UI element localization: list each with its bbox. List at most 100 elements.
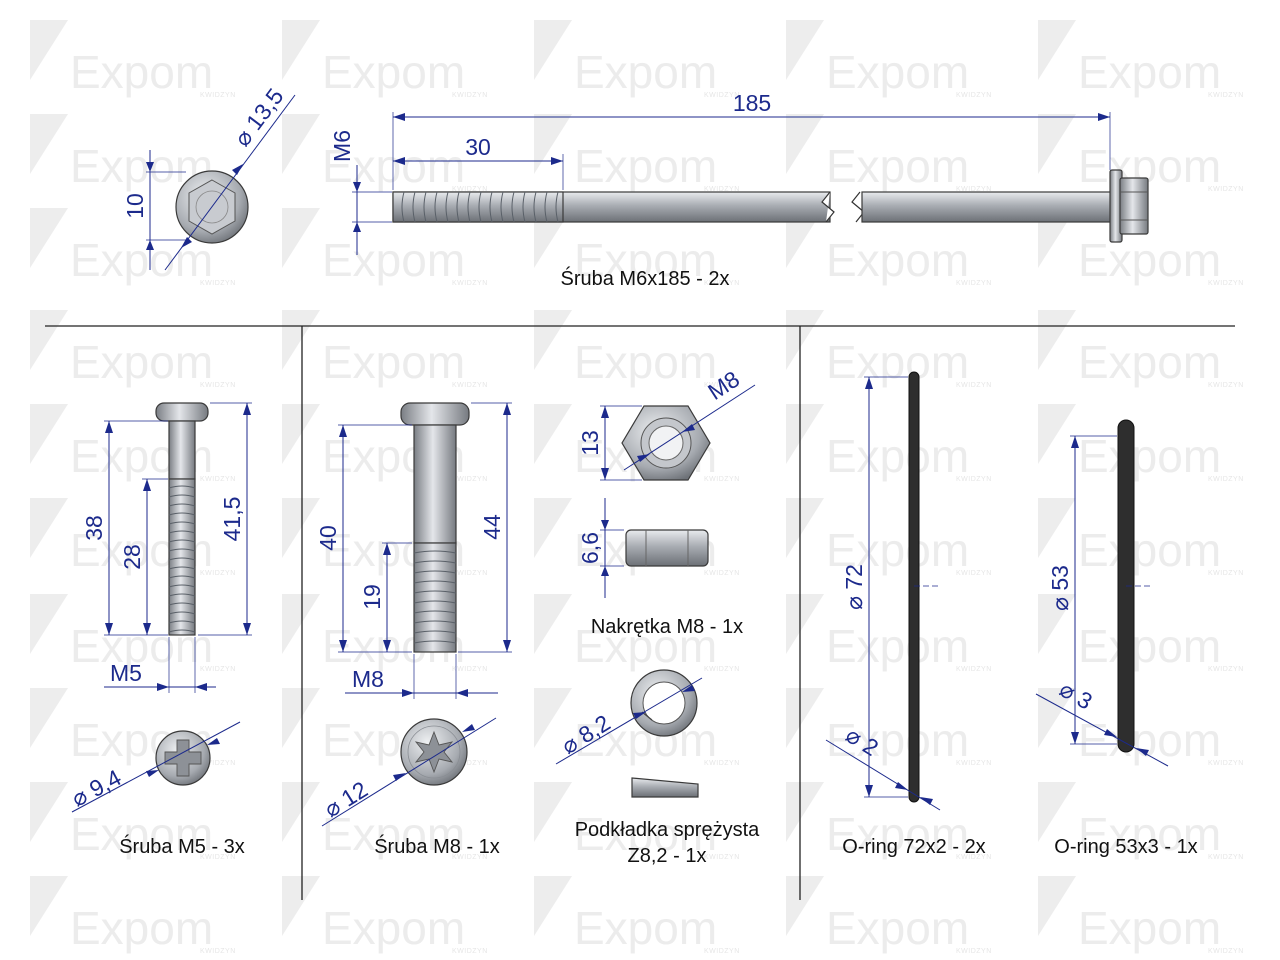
watermark-sub: KWIDZYN — [452, 382, 488, 389]
watermark-sub: KWIDZYN — [704, 570, 740, 577]
watermark-brand: Expom — [574, 902, 717, 954]
bolt-m8-shank-length-label: 40 — [315, 525, 341, 551]
long-bolt-thread-length-label: 30 — [465, 134, 491, 160]
watermark-brand: Expom — [574, 234, 717, 286]
long-bolt-thread-size-label: M6 — [329, 130, 355, 162]
long-bolt-thread — [392, 191, 564, 223]
watermark-brand: Expom — [1078, 336, 1221, 388]
watermark-brand: Expom — [1078, 234, 1221, 286]
bolt-m5-thread-length-label: 28 — [119, 544, 145, 570]
watermark-sub: KWIDZYN — [704, 280, 740, 287]
watermark-sub: KWIDZYN — [1208, 382, 1244, 389]
watermark-sub: KWIDZYN — [200, 948, 236, 955]
watermark-sub: KWIDZYN — [1208, 92, 1244, 99]
nut-height-label: 6,6 — [577, 532, 603, 564]
watermark-sub: KWIDZYN — [704, 92, 740, 99]
watermark-sub: KWIDZYN — [704, 854, 740, 861]
watermark-sub: KWIDZYN — [956, 186, 992, 193]
washer-caption-line2: Z8,2 - 1x — [628, 845, 707, 867]
oring-53-dia-label: ⌀ 53 — [1047, 565, 1073, 611]
bolt-m8-thread — [413, 542, 457, 653]
watermark-brand: Expom — [826, 140, 969, 192]
watermark-brand: Expom — [574, 140, 717, 192]
watermark-brand: Expom — [322, 140, 465, 192]
watermark-sub: KWIDZYN — [200, 476, 236, 483]
watermark-sub: KWIDZYN — [452, 854, 488, 861]
watermark-sub: KWIDZYN — [452, 948, 488, 955]
watermark-sub: KWIDZYN — [704, 666, 740, 673]
watermark-sub: KWIDZYN — [956, 570, 992, 577]
bolt-m8-caption: Śruba M8 - 1x — [374, 834, 500, 858]
washer-caption-line1: Podkładka sprężysta — [575, 819, 760, 841]
bolt-m5-thread-size-label: M5 — [110, 660, 142, 686]
watermark-brand: Expom — [826, 336, 969, 388]
watermark-brand: Expom — [826, 902, 969, 954]
watermark-sub: KWIDZYN — [1208, 666, 1244, 673]
watermark-brand: Expom — [1078, 524, 1221, 576]
watermark-brand: Expom — [322, 234, 465, 286]
long-bolt-head-dia-label: ⌀ 13,5 — [229, 83, 289, 151]
watermark-sub: KWIDZYN — [704, 476, 740, 483]
long-bolt-side-view: 185 30 M6 — [329, 90, 1149, 255]
watermark-brand: Expom — [1078, 430, 1221, 482]
nut-across-flats-label: 13 — [577, 430, 603, 456]
bolt-m5-shank-length-label: 38 — [81, 515, 107, 541]
watermark-sub: KWIDZYN — [452, 760, 488, 767]
watermark-brand: Expom — [826, 430, 969, 482]
watermark-brand: Expom — [826, 620, 969, 672]
nut-side-view: 6,6 — [577, 498, 709, 598]
watermark-sub: KWIDZYN — [956, 280, 992, 287]
watermark-sub: KWIDZYN — [200, 854, 236, 861]
watermark-sub: KWIDZYN — [956, 92, 992, 99]
watermark-brand: Expom — [322, 808, 465, 860]
watermark-sub: KWIDZYN — [1208, 570, 1244, 577]
washer-side-view — [631, 777, 699, 798]
watermark-brand: Expom — [574, 808, 717, 860]
watermark-sub: KWIDZYN — [956, 760, 992, 767]
watermark-brand: Expom — [1078, 714, 1221, 766]
watermark-brand: Expom — [322, 46, 465, 98]
bolt-m5-thread — [168, 478, 196, 636]
watermark-sub: KWIDZYN — [956, 666, 992, 673]
watermark-sub: KWIDZYN — [704, 382, 740, 389]
watermark-brand: Expom — [1078, 620, 1221, 672]
watermark-sub: KWIDZYN — [1208, 760, 1244, 767]
watermark-sub: KWIDZYN — [1208, 186, 1244, 193]
watermark-sub: KWIDZYN — [1208, 280, 1244, 287]
watermark-sub: KWIDZYN — [956, 854, 992, 861]
bolt-m5-total-length-label: 41,5 — [219, 497, 245, 542]
watermark-brand: Expom — [70, 902, 213, 954]
watermark-brand: Expom — [322, 902, 465, 954]
watermark-brand: Expom — [574, 336, 717, 388]
nut-caption: Nakrętka M8 - 1x — [591, 616, 743, 638]
long-bolt-head-height-label: 10 — [122, 193, 148, 219]
